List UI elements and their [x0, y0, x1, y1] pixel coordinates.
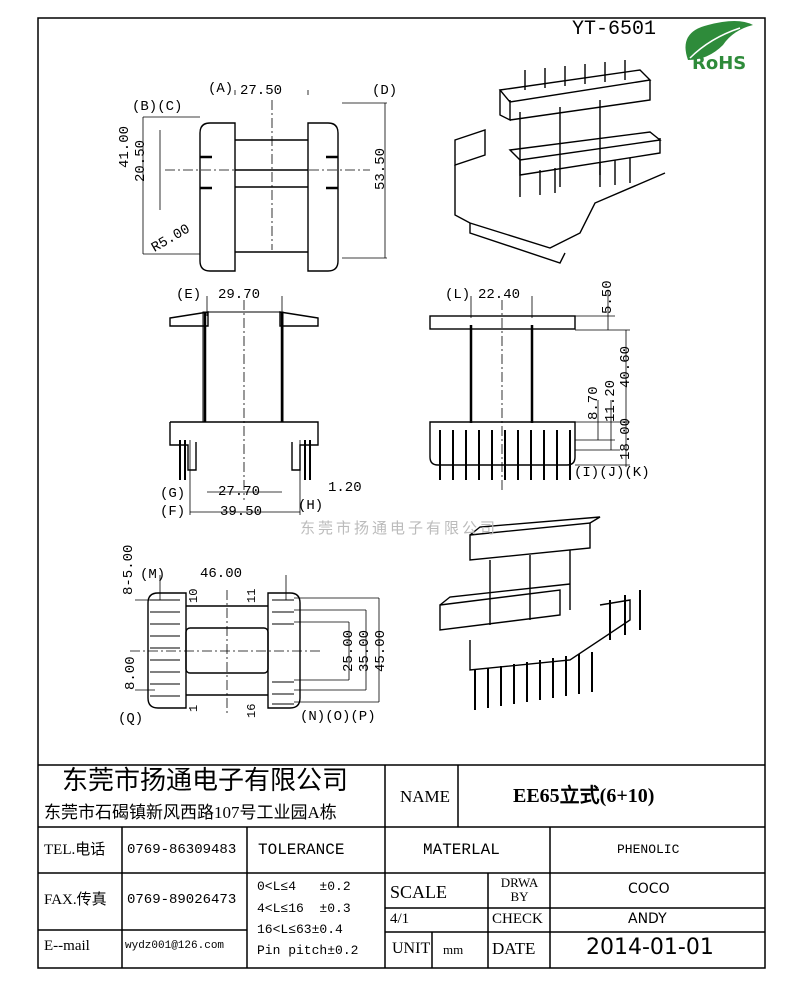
dim-18-00: 18.00 [618, 417, 634, 460]
label-e: (E) [176, 287, 202, 303]
front-view [169, 296, 319, 515]
part-name: EE65立式(6+10) [513, 785, 655, 807]
email-value: wydz001@126.com [125, 940, 225, 952]
pin-number-10: 10 [187, 588, 201, 603]
drawing-border [37, 17, 766, 969]
dim-53-50: 53.50 [373, 147, 389, 190]
tel-value: 0769-86309483 [127, 842, 237, 858]
dim-25-00: 25.00 [341, 629, 357, 672]
drawn-by-value: COCO [628, 881, 670, 897]
label-d: (D) [372, 83, 398, 99]
check-value: ANDY [628, 911, 667, 927]
dim-11-20: 11.20 [603, 379, 619, 422]
label-bc: (B)(C) [132, 99, 183, 115]
top-view [142, 90, 387, 272]
fax-label: FAX.传真 [44, 892, 107, 908]
tolerance-row-2: 4<L≤16 ±0.3 [257, 901, 351, 916]
label-h: (H) [298, 498, 324, 514]
bobbin-3d-top [454, 60, 666, 264]
material-value: PHENOLIC [617, 842, 680, 857]
dim-27-50: 27.50 [240, 83, 283, 99]
dim-40-60: 40.60 [618, 345, 634, 388]
dim-5-50: 5.50 [600, 280, 616, 314]
label-q: (Q) [118, 711, 144, 727]
dim-39-50: 39.50 [220, 504, 263, 520]
part-number: YT-6501 [572, 18, 657, 41]
email-label: E--mail [44, 938, 90, 954]
dim-41-00: 41.00 [117, 125, 133, 168]
scale-value: 4/1 [390, 911, 410, 927]
title-block-grid [38, 764, 765, 968]
label-l: (L) [445, 287, 471, 303]
dim-46-00: 46.00 [200, 566, 243, 582]
tolerance-row-1: 0<L≤4 ±0.2 [257, 879, 351, 894]
dim-8-00: 8.00 [123, 656, 139, 690]
pin-number-16: 16 [245, 703, 259, 718]
label-f: (F) [160, 504, 186, 520]
scale-label: SCALE [390, 882, 448, 902]
unit-value: mm [443, 942, 464, 957]
name-label: NAME [400, 787, 451, 806]
label-g: (G) [160, 486, 186, 502]
pin-number-11: 11 [245, 588, 259, 603]
dim-8-70: 8.70 [586, 386, 602, 420]
fax-value: 0769-89026473 [127, 892, 237, 908]
side-view [429, 290, 630, 490]
pin-number-1: 1 [187, 704, 201, 712]
company-address: 东莞市石碣镇新风西路107号工业园A栋 [44, 803, 337, 822]
dim-1-20: 1.20 [328, 480, 362, 496]
unit-label: UNIT [392, 940, 431, 957]
dim-22-40: 22.40 [478, 287, 521, 303]
tolerance-row-4: Pin pitch±0.2 [257, 943, 359, 958]
bobbin-3d-bottom [439, 516, 641, 710]
tel-label: TEL.电话 [44, 842, 106, 858]
dim-20-50: 20.50 [133, 139, 149, 182]
drawn-by-label: DRWA BY [500, 875, 539, 904]
dim-29-70: 29.70 [218, 287, 261, 303]
rohs-leaf-icon [685, 21, 753, 60]
label-m: (M) [140, 567, 166, 583]
dim-45-00: 45.00 [373, 629, 389, 672]
tolerance-label: TOLERANCE [258, 841, 345, 859]
dim-35-00: 35.00 [357, 629, 373, 672]
date-value: 2014-01-01 [586, 935, 714, 960]
check-label: CHECK [492, 911, 543, 927]
label-ijk: (I)(J)(K) [574, 465, 650, 481]
watermark: 东莞市扬通电子有限公司 [300, 521, 499, 537]
label-a: (A) [208, 81, 234, 97]
tolerance-row-3: 16<L≤63±0.4 [257, 922, 343, 937]
material-label: MATERLAL [423, 841, 500, 859]
dim-8-5-00: 8-5.00 [121, 544, 137, 595]
label-nop: (N)(O)(P) [300, 709, 376, 725]
date-label: DATE [492, 939, 536, 958]
dim-27-70: 27.70 [218, 484, 261, 500]
bottom-view [130, 575, 380, 715]
company-name: 东莞市扬通电子有限公司 [62, 766, 349, 795]
rohs-label: RoHS [692, 53, 747, 74]
